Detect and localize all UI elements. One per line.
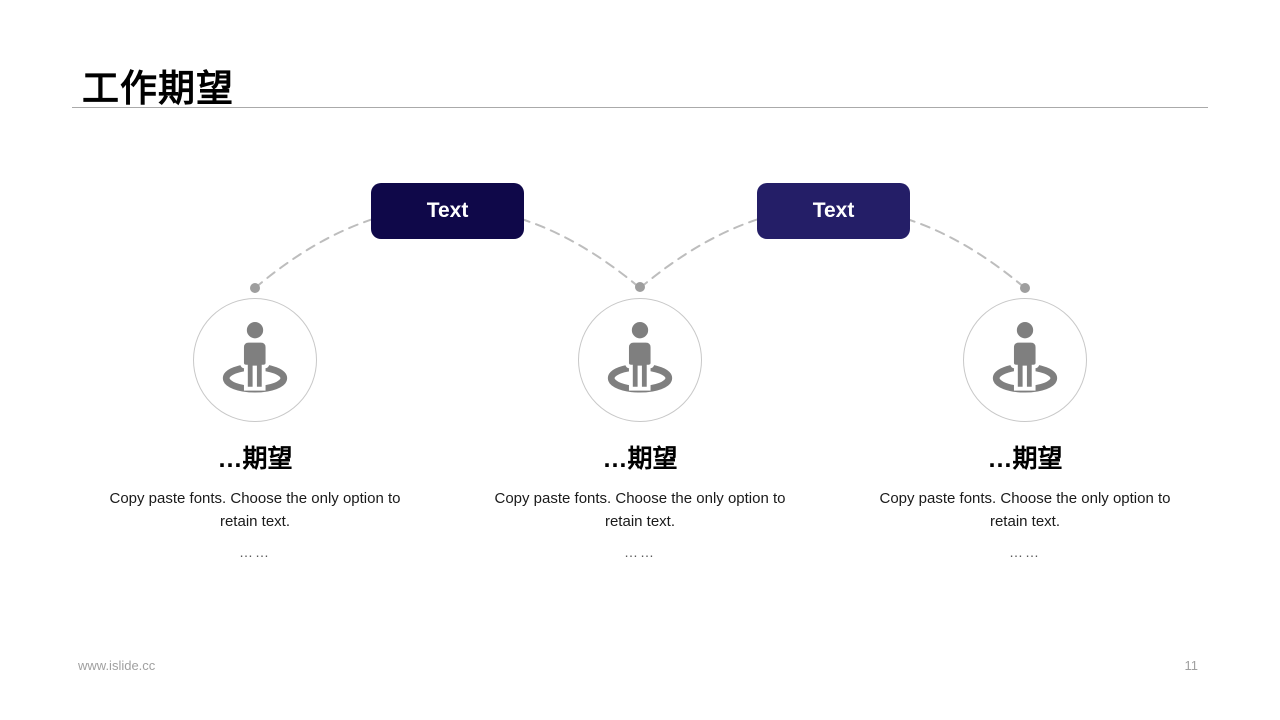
title-divider xyxy=(72,107,1208,108)
person-icon xyxy=(977,310,1073,411)
item-heading: …期望 xyxy=(987,445,1063,473)
item-block-2: …期望 Copy paste fonts. Choose the only op… xyxy=(470,442,810,560)
footer-site-url: www.islide.cc xyxy=(78,658,156,673)
item-body: Copy paste fonts. Choose the only option… xyxy=(879,490,1171,530)
person-icon xyxy=(592,310,688,411)
text-button-2[interactable]: Text xyxy=(757,183,910,239)
item-ellipsis: …… xyxy=(1009,544,1041,560)
item-body: Copy paste fonts. Choose the only option… xyxy=(109,490,401,530)
text-button-1[interactable]: Text xyxy=(371,183,524,239)
connector-dot-2 xyxy=(635,282,645,292)
connector-dot-3 xyxy=(1020,283,1030,293)
item-block-1: …期望 Copy paste fonts. Choose the only op… xyxy=(85,442,425,560)
page-number: 11 xyxy=(1184,658,1199,673)
item-heading: …期望 xyxy=(602,445,678,473)
item-block-3: …期望 Copy paste fonts. Choose the only op… xyxy=(855,442,1195,560)
page-title: 工作期望 xyxy=(82,68,234,109)
person-circle-2 xyxy=(578,298,702,422)
connector-dot-1 xyxy=(250,283,260,293)
person-circle-3 xyxy=(963,298,1087,422)
person-circle-1 xyxy=(193,298,317,422)
item-body: Copy paste fonts. Choose the only option… xyxy=(494,490,786,530)
item-ellipsis: …… xyxy=(624,544,656,560)
item-heading: …期望 xyxy=(217,445,293,473)
item-ellipsis: …… xyxy=(239,544,271,560)
person-icon xyxy=(207,310,303,411)
